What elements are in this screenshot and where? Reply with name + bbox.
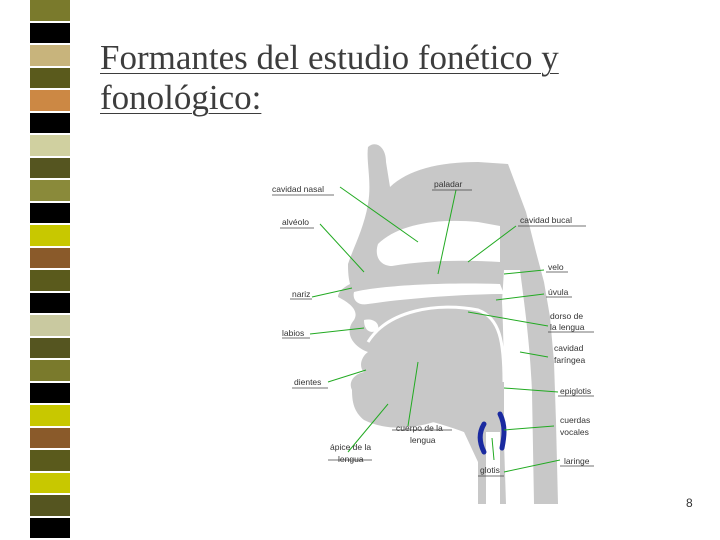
slide-number: 8 (686, 496, 693, 510)
stripe-segment (30, 293, 70, 314)
stripe-segment (30, 68, 70, 89)
label-dorso-2: la lengua (550, 322, 585, 332)
label-cuerdas-vocales-2: vocales (560, 427, 589, 437)
stripe-segment (30, 225, 70, 246)
label-glotis: glotis (480, 465, 500, 475)
label-dorso-1: dorso de (550, 311, 583, 321)
stripe-segment (30, 495, 70, 516)
stripe-segment (30, 338, 70, 359)
label-dientes: dientes (294, 377, 321, 387)
label-uvula: úvula (548, 287, 569, 297)
label-cavidad-nasal: cavidad nasal (272, 184, 324, 194)
label-velo: velo (548, 262, 564, 272)
label-apice-lengua-1: ápice de la (330, 442, 371, 452)
stripe-segment (30, 315, 70, 336)
label-cavidad-faringea-2: faríngea (554, 355, 585, 365)
slide-title: Formantes del estudio fonético y fonológ… (100, 38, 710, 118)
stripe-segment (30, 405, 70, 426)
stripe-segment (30, 180, 70, 201)
decorative-stripe-bar (30, 0, 70, 540)
stripe-segment (30, 248, 70, 269)
label-cuerpo-lengua-2: lengua (410, 435, 436, 445)
label-cuerpo-lengua-1: cuerpo de la (396, 423, 443, 433)
label-epiglotis: epiglotis (560, 386, 591, 396)
stripe-segment (30, 90, 70, 111)
stripe-segment (30, 45, 70, 66)
stripe-segment (30, 450, 70, 471)
stripe-segment (30, 158, 70, 179)
stripe-segment (30, 135, 70, 156)
label-labios: labios (282, 328, 304, 338)
stripe-segment (30, 270, 70, 291)
stripe-segment (30, 0, 70, 21)
label-paladar: paladar (434, 179, 463, 189)
stripe-segment (30, 23, 70, 44)
label-cavidad-bucal: cavidad bucal (520, 215, 572, 225)
vocal-tract-diagram: cavidad nasal paladar alvéolo cavidad bu… (268, 142, 608, 510)
stripe-segment (30, 360, 70, 381)
stripe-segment (30, 428, 70, 449)
label-cuerdas-vocales-1: cuerdas (560, 415, 590, 425)
stripe-segment (30, 383, 70, 404)
stripe-segment (30, 203, 70, 224)
label-alveolo: alvéolo (282, 217, 309, 227)
stripe-segment (30, 518, 70, 539)
label-apice-lengua-2: lengua (338, 454, 364, 464)
label-nariz: nariz (292, 289, 310, 299)
label-laringe: laringe (564, 456, 590, 466)
stripe-segment (30, 473, 70, 494)
stripe-segment (30, 113, 70, 134)
label-cavidad-faringea-1: cavidad (554, 343, 584, 353)
